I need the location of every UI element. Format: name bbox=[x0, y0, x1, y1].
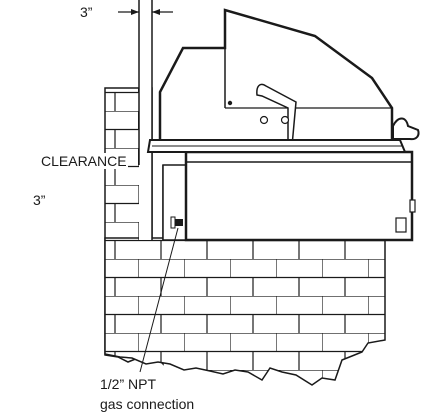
hinge-bracket bbox=[256, 83, 297, 147]
arrow-head-right bbox=[152, 9, 160, 15]
grill-lid bbox=[158, 8, 394, 144]
gas-fitting-body bbox=[170, 216, 176, 229]
hinge-hole-2 bbox=[280, 115, 290, 125]
side-knob bbox=[409, 199, 416, 213]
cabinet-vent bbox=[395, 217, 407, 233]
gas-callout-line1: 1/2” NPT bbox=[100, 376, 157, 392]
clearance-top-label: 3” bbox=[80, 4, 93, 20]
clearance-side-label: 3” bbox=[33, 192, 46, 208]
hinge-hole-1 bbox=[259, 115, 269, 125]
grill-handle bbox=[392, 117, 420, 141]
gas-leader-line bbox=[139, 227, 179, 373]
arrow-head-left bbox=[131, 9, 139, 15]
gas-callout-line2: gas connection bbox=[100, 396, 195, 412]
lid-rivet bbox=[227, 100, 233, 106]
cabinet-body bbox=[184, 150, 414, 242]
clearance-gap bbox=[139, 0, 152, 240]
clearance-label: CLEARANCE bbox=[40, 153, 128, 169]
brick-wall-lower bbox=[104, 237, 386, 386]
gas-fitting bbox=[175, 219, 183, 226]
